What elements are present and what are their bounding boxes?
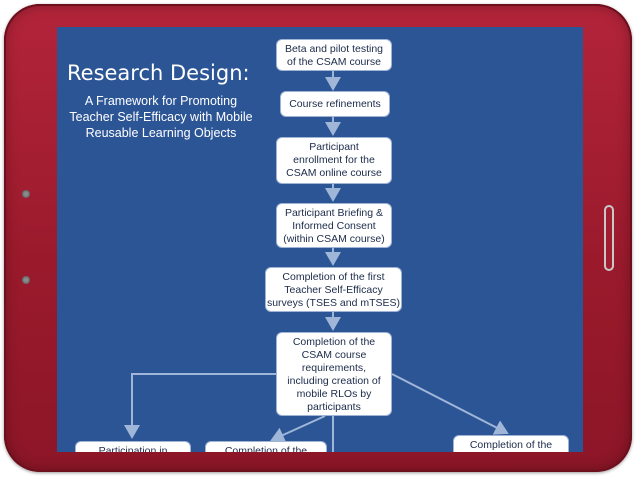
step-first-surveys: Completion of the first Teacher Self-Eff… bbox=[265, 267, 402, 312]
home-button[interactable] bbox=[604, 205, 614, 271]
arrow-6-branch-middle bbox=[270, 415, 326, 443]
branch-completion-middle: Completion of the bbox=[205, 441, 327, 452]
slide-screen: Research Design: A Framework for Promoti… bbox=[57, 27, 583, 452]
step-course-refinements: Course refinements bbox=[280, 91, 390, 117]
slide-subtitle: A Framework for Promoting Teacher Self-E… bbox=[69, 94, 253, 140]
slide-title: Research Design: bbox=[67, 61, 250, 85]
step-briefing-consent: Participant Briefing & Informed Consent … bbox=[276, 203, 392, 248]
arrow-6-branch-right bbox=[391, 373, 509, 435]
flow-connectors bbox=[124, 71, 509, 452]
camera-icon bbox=[22, 190, 30, 198]
step-participant-enrollment: Participant enrollment for the CSAM onli… bbox=[276, 137, 392, 184]
arrow-6-branch-left bbox=[124, 373, 276, 439]
branch-participation: Participation in bbox=[75, 441, 191, 452]
branch-completion-right: Completion of the bbox=[453, 435, 569, 452]
sensor-icon bbox=[22, 276, 30, 284]
step-beta-pilot-testing: Beta and pilot testing of the CSAM cours… bbox=[276, 39, 392, 71]
step-course-requirements: Completion of the CSAM course requiremen… bbox=[276, 332, 392, 416]
